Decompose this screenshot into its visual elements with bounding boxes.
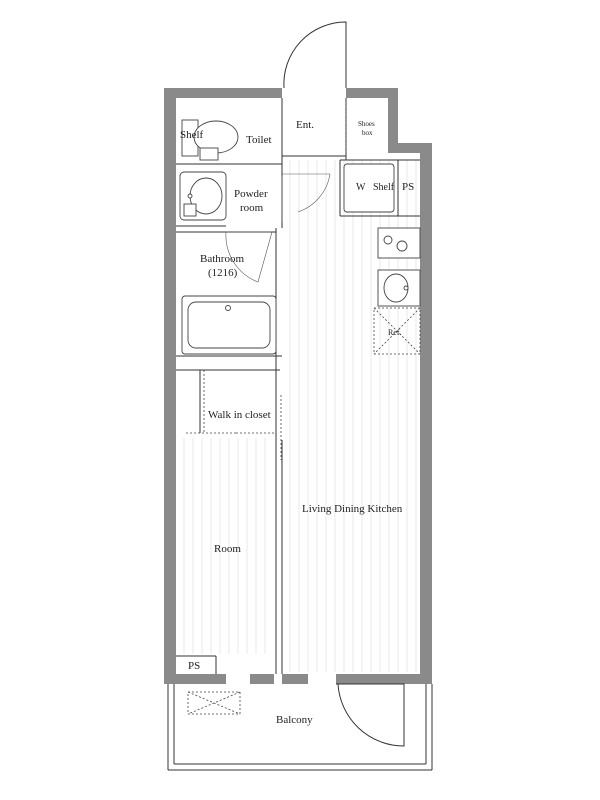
- ref-label: Ref.: [388, 328, 402, 337]
- powder-room-label: Powder: [234, 188, 268, 200]
- ps-label-bottom: PS: [188, 660, 200, 672]
- bathroom-label: Bathroom: [200, 253, 244, 265]
- shoes-box-label: Shoes: [358, 120, 375, 128]
- shelf-label: Shelf: [180, 129, 204, 141]
- toilet-label: Toilet: [246, 134, 272, 146]
- floor-pattern-room: [183, 438, 266, 654]
- bathtub: [181, 295, 277, 355]
- balcony-label: Balcony: [276, 714, 313, 726]
- balcony-outline: [167, 684, 433, 771]
- kitchen-sink: [377, 269, 421, 307]
- w-shelf-label: Shelf: [373, 182, 395, 193]
- w-shelf-box: [343, 163, 395, 213]
- walk-in-closet-label: Walk in closet: [208, 409, 271, 421]
- w-shelf-w-label: W: [356, 182, 366, 193]
- stove: [377, 227, 421, 259]
- shoes-box-label-2: box: [362, 129, 373, 137]
- toilet-fixture: [181, 119, 239, 161]
- bathroom-size-label: (1216): [208, 267, 238, 279]
- room-label: Room: [214, 543, 241, 555]
- washbasin: [179, 171, 227, 221]
- outer-walls: [164, 88, 432, 684]
- doors: [225, 21, 405, 747]
- ps-label-top: PS: [402, 181, 414, 193]
- powder-room-label-2: room: [240, 202, 264, 214]
- entrance-label: Ent.: [296, 119, 314, 131]
- refrigerator-space: [373, 307, 421, 355]
- ldk-label: Living Dining Kitchen: [302, 503, 403, 515]
